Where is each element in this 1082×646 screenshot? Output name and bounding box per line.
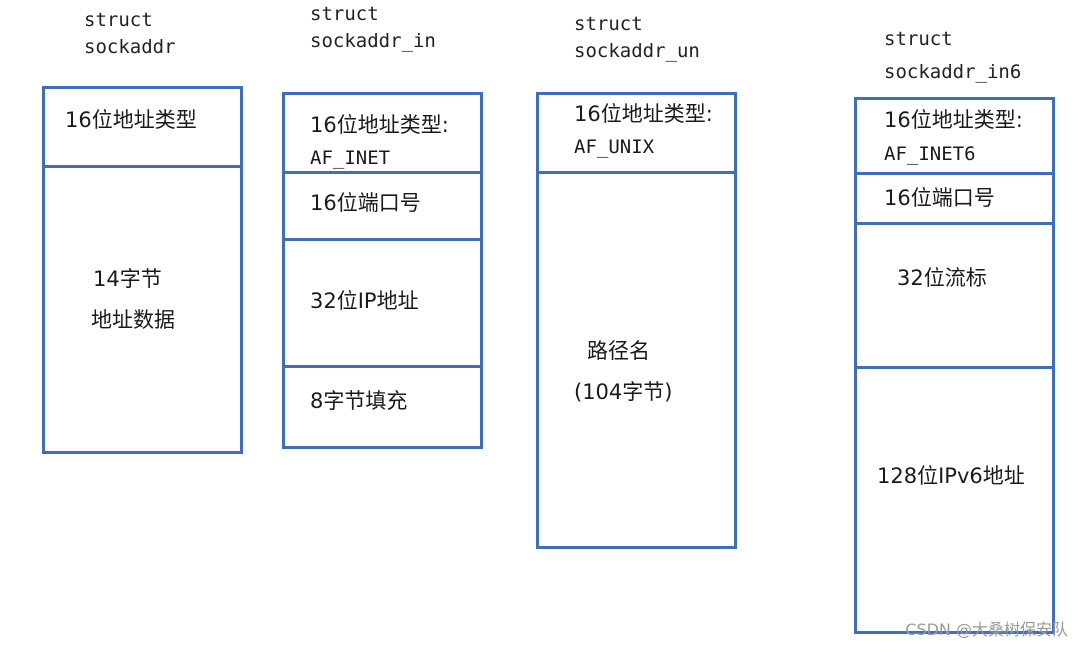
field-family-value: AF_UNIX: [574, 136, 655, 158]
field-divider: [539, 171, 734, 174]
field-divider: [857, 366, 1052, 369]
watermark: CSDN @大桑树保安队: [905, 620, 1068, 639]
field-divider: [857, 222, 1052, 225]
struct-name: sockaddr_in: [310, 30, 436, 52]
sockaddr-in6-box: 16位地址类型: AF_INET6 16位端口号 32位流标 128位IPv6地…: [854, 97, 1055, 634]
struct-keyword: struct: [310, 3, 379, 25]
field-divider: [45, 165, 240, 168]
sockaddr-box: 16位地址类型 14字节 地址数据: [42, 86, 243, 454]
struct-name: sockaddr_un: [574, 40, 700, 62]
field-divider: [285, 238, 480, 241]
field-ip-address: 32位IP地址: [310, 289, 419, 313]
field-path-name: 路径名: [587, 339, 650, 363]
field-data-size: 14字节: [93, 267, 162, 291]
field-padding: 8字节填充: [310, 389, 408, 413]
field-path-size: (104字节): [574, 380, 673, 404]
struct-title-sockaddr-in: struct sockaddr_in: [310, 1, 436, 55]
field-divider: [857, 172, 1052, 175]
struct-title-sockaddr-in6: struct sockaddr_in6: [884, 26, 1021, 86]
field-address-family: 16位地址类型:: [310, 113, 449, 137]
struct-name: sockaddr_in6: [884, 61, 1022, 83]
field-flow-label: 32位流标: [897, 266, 987, 290]
field-address-family: 16位地址类型: [65, 108, 197, 132]
field-port: 16位端口号: [884, 186, 995, 210]
field-divider: [285, 365, 480, 368]
struct-keyword: struct: [574, 13, 643, 35]
field-ipv6-address: 128位IPv6地址: [877, 464, 1025, 488]
sockaddr-in-box: 16位地址类型: AF_INET 16位端口号 32位IP地址 8字节填充: [282, 92, 483, 449]
field-family-value: AF_INET: [310, 147, 391, 169]
field-address-family: 16位地址类型:: [884, 108, 1023, 132]
sockaddr-un-box: 16位地址类型: AF_UNIX 路径名 (104字节): [536, 92, 737, 549]
field-family-value: AF_INET6: [884, 143, 976, 165]
struct-title-sockaddr: struct sockaddr: [84, 7, 176, 61]
struct-keyword: struct: [84, 9, 153, 31]
field-address-family: 16位地址类型:: [574, 102, 713, 126]
field-address-data: 地址数据: [91, 308, 175, 332]
field-divider: [285, 171, 480, 174]
field-port: 16位端口号: [310, 191, 421, 215]
struct-name: sockaddr: [84, 36, 176, 58]
struct-title-sockaddr-un: struct sockaddr_un: [574, 11, 700, 65]
struct-keyword: struct: [884, 28, 953, 50]
